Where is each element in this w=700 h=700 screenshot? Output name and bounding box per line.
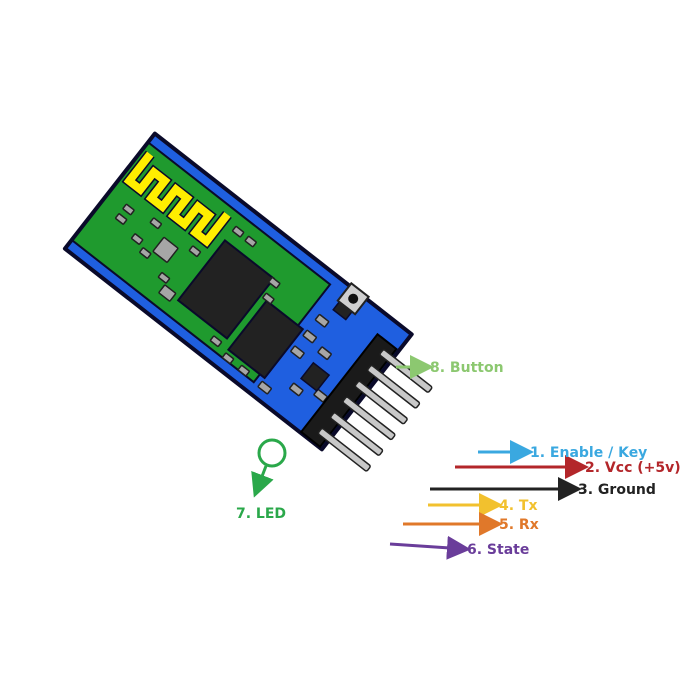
label-led: 7. LED <box>236 506 286 522</box>
pin-6-leader <box>389 535 471 560</box>
label-pin-3: 3. Ground <box>578 482 656 498</box>
module-board <box>62 131 433 472</box>
label-pin-1: 1. Enable / Key <box>530 445 647 461</box>
push-button <box>336 281 371 316</box>
smd-components <box>115 203 281 377</box>
header-pins <box>317 349 433 472</box>
flash-chip <box>226 299 305 380</box>
label-button: 8. Button <box>430 360 504 376</box>
regulator-chip <box>299 361 331 392</box>
led-highlight-circle <box>257 438 287 468</box>
pin-leaders <box>251 355 589 560</box>
led-leader <box>251 465 274 498</box>
main-chip <box>176 238 276 340</box>
label-pin-2: 2. Vcc (+5v) <box>585 460 681 476</box>
carrier-components <box>257 313 332 403</box>
label-pin-6: 6. State <box>467 542 529 558</box>
label-pin-5: 5. Rx <box>499 517 539 533</box>
pin-header <box>299 332 398 449</box>
label-pin-4: 4. Tx <box>499 498 538 514</box>
